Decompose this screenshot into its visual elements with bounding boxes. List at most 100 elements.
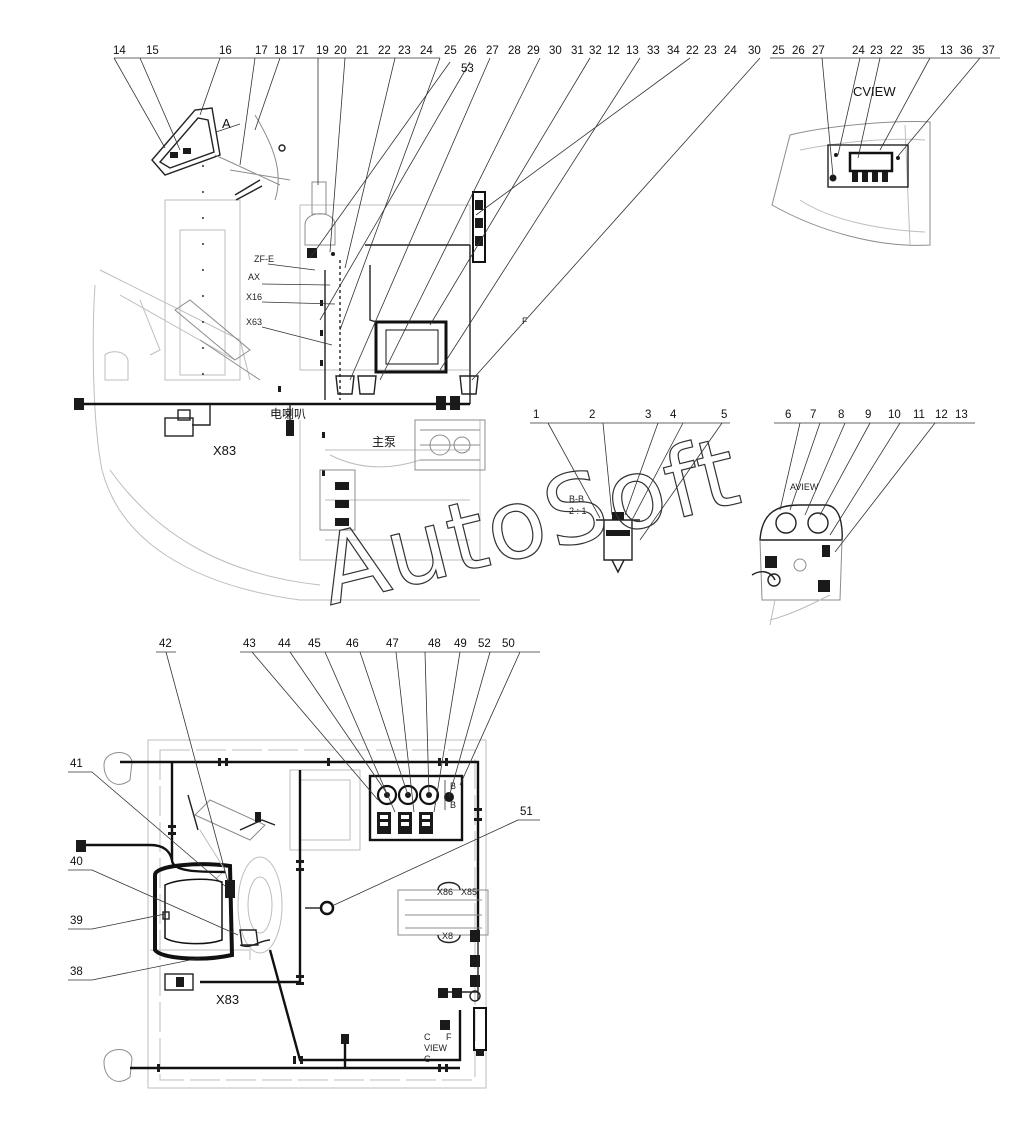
plan-callout-42: 42 — [159, 638, 172, 650]
plan-label-x83: X83 — [216, 992, 239, 1007]
plan-callout-46: 46 — [346, 638, 359, 650]
c-view: 25 26 27 24 23 22 35 13 36 37 CVIEW — [770, 45, 1000, 246]
plan-callouts: 42 43 44 45 46 47 48 49 52 50 51 41 40 3… — [68, 638, 540, 981]
label-x63: X63 — [246, 317, 262, 327]
callout-24: 24 — [420, 45, 433, 57]
aview-callout-13: 13 — [955, 409, 968, 421]
callout-30b: 30 — [748, 45, 761, 57]
plan-label-x86: X86 — [437, 887, 453, 897]
plan-callout-47: 47 — [386, 638, 399, 650]
cview-callout-27: 27 — [812, 45, 825, 57]
cview-callout-22: 22 — [890, 45, 903, 57]
label-x83: X83 — [213, 443, 236, 458]
section-b-b: 1 2 3 4 5 B-B 2 : 1 — [530, 409, 730, 574]
plan-view: B B X83 — [76, 739, 489, 1089]
section-callout-1: 1 — [533, 409, 539, 421]
callout-21: 21 — [356, 45, 369, 57]
section-callout-4: 4 — [670, 409, 677, 421]
callout-16: 16 — [219, 45, 232, 57]
plan-b-upper: B — [450, 781, 456, 791]
callout-22: 22 — [378, 45, 391, 57]
plan-f-tag: F — [446, 1032, 452, 1042]
callout-18: 18 — [274, 45, 287, 57]
callout-31: 31 — [571, 45, 584, 57]
label-f-tag: F — [522, 316, 528, 326]
callout-24b: 24 — [724, 45, 737, 57]
section-callout-5: 5 — [721, 409, 727, 421]
plan-callout-39: 39 — [70, 915, 83, 927]
callout-17: 17 — [255, 45, 268, 57]
aview-callout-11: 11 — [913, 409, 925, 421]
callout-23b: 23 — [704, 45, 717, 57]
plan-callout-41: 41 — [70, 758, 83, 770]
plan-callout-52: 52 — [478, 638, 491, 650]
callout-33: 33 — [647, 45, 660, 57]
a-view: 6 7 8 9 10 11 12 13 AVIEW — [751, 409, 975, 626]
plan-b-lower: B — [450, 800, 456, 810]
cview-callout-26: 26 — [792, 45, 805, 57]
aview-callout-12: 12 — [935, 409, 948, 421]
plan-c-view-bottom: C — [424, 1054, 431, 1064]
label-horn: 电喇叭 — [270, 406, 306, 421]
label-main-pump: 主泵 — [372, 435, 396, 449]
cview-callout-24: 24 — [852, 45, 865, 57]
plan-c-view-top: C — [424, 1032, 431, 1042]
aview-callout-8: 8 — [838, 409, 844, 421]
aview-callout-6: 6 — [785, 409, 791, 421]
cview-callout-37: 37 — [982, 45, 995, 57]
plan-callout-48: 48 — [428, 638, 441, 650]
section-title: B-B — [569, 494, 584, 504]
side-view-labels: A ZF-E AX X16 X63 X83 电喇叭 主泵 F — [213, 116, 528, 458]
callout-28: 28 — [508, 45, 521, 57]
callout-20: 20 — [334, 45, 347, 57]
aview-title: AVIEW — [790, 482, 819, 492]
label-zf-e: ZF-E — [254, 254, 274, 264]
plan-label-x85: X85 — [461, 887, 477, 897]
plan-callout-50: 50 — [502, 638, 515, 650]
section-scale: 2 : 1 — [569, 506, 587, 516]
callout-32: 32 — [589, 45, 602, 57]
callout-29: 29 — [527, 45, 540, 57]
label-ax: AX — [248, 272, 260, 282]
callout-34: 34 — [667, 45, 680, 57]
top-callouts: 14 15 16 17 18 17 19 20 21 22 23 24 25 2… — [113, 45, 761, 381]
callout-25: 25 — [444, 45, 457, 57]
callout-22b: 22 — [686, 45, 699, 57]
cview-callout-36: 36 — [960, 45, 973, 57]
plan-callout-51: 51 — [520, 806, 533, 818]
cview-callout-35: 35 — [912, 45, 925, 57]
view-a-marker: A — [222, 116, 231, 131]
plan-callout-40: 40 — [70, 856, 83, 868]
aview-callout-10: 10 — [888, 409, 901, 421]
callout-13: 13 — [626, 45, 639, 57]
aview-callout-7: 7 — [810, 409, 816, 421]
cview-callout-23: 23 — [870, 45, 883, 57]
aview-callout-9: 9 — [865, 409, 871, 421]
plan-callout-44: 44 — [278, 638, 291, 650]
callout-17b: 17 — [292, 45, 305, 57]
side-view — [74, 107, 486, 601]
callout-23: 23 — [398, 45, 411, 57]
callout-12: 12 — [607, 45, 620, 57]
plan-callout-49: 49 — [454, 638, 467, 650]
plan-callout-45: 45 — [308, 638, 321, 650]
callout-30: 30 — [549, 45, 562, 57]
section-callout-3: 3 — [645, 409, 651, 421]
cview-callout-25: 25 — [772, 45, 785, 57]
plan-callout-43: 43 — [243, 638, 256, 650]
callout-15: 15 — [146, 45, 159, 57]
cview-title: CVIEW — [853, 84, 896, 99]
label-x16: X16 — [246, 292, 262, 302]
callout-53: 53 — [461, 63, 474, 75]
callout-27: 27 — [486, 45, 499, 57]
callout-19: 19 — [316, 45, 329, 57]
plan-label-x8: X8 — [442, 931, 453, 941]
plan-c-view-mid: VIEW — [424, 1043, 448, 1053]
callout-26: 26 — [464, 45, 477, 57]
plan-callout-38: 38 — [70, 966, 83, 978]
section-callout-2: 2 — [589, 409, 595, 421]
callout-14: 14 — [113, 45, 126, 57]
cview-callout-13: 13 — [940, 45, 953, 57]
